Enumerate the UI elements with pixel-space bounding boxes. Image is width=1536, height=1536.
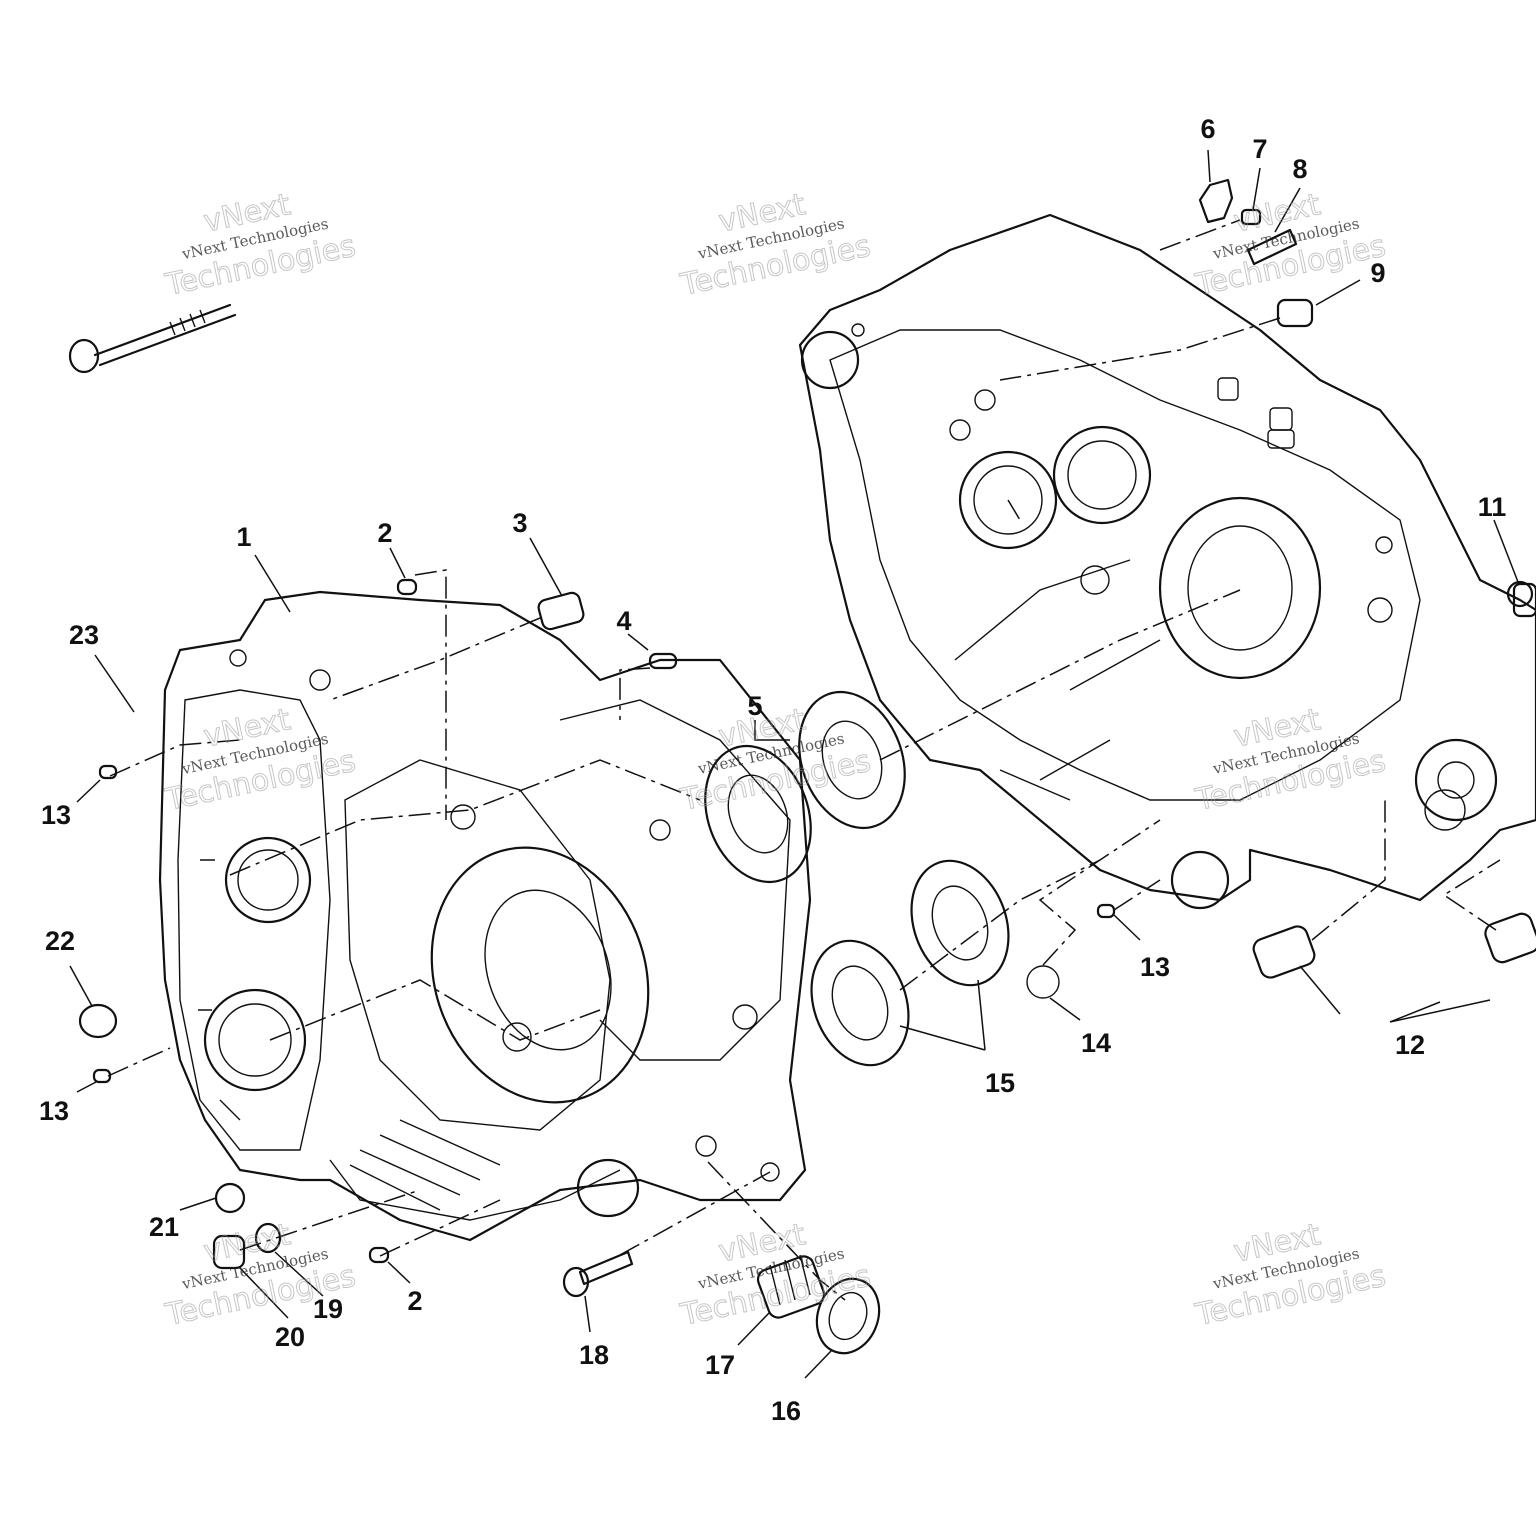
watermark-bottom-right: vNext vNext Technologies Technologies: [1191, 1217, 1389, 1334]
callout-22: 22: [45, 926, 75, 956]
dowel-2-upper: [396, 578, 418, 596]
bolt-23: [68, 303, 237, 374]
dowel-13-right: [1096, 903, 1116, 919]
callout-3: 3: [512, 508, 527, 538]
sleeve-3: [537, 591, 585, 631]
watermark-top-center: vNext vNext Technologies Technologies: [676, 187, 874, 304]
callout-14: 14: [1081, 1028, 1111, 1058]
dowel-13-lower: [92, 1068, 112, 1084]
bolt-18: [562, 1250, 634, 1298]
callout-13-right: 13: [1140, 952, 1170, 982]
watermark-mid-right: vNext vNext Technologies Technologies: [1191, 702, 1389, 819]
callout-13-lower: 13: [39, 1096, 69, 1126]
bearings-15: [810, 859, 1010, 1067]
part-11: [1512, 582, 1536, 618]
stud-8: [1246, 228, 1298, 266]
callout-16: 16: [771, 1396, 801, 1426]
o-ring-19: [254, 1222, 282, 1254]
callout-21: 21: [149, 1212, 179, 1242]
callout-15: 15: [985, 1068, 1015, 1098]
watermark-bottom-center: vNext vNext Technologies Technologies: [676, 1217, 874, 1334]
sleeve-9: [1276, 298, 1314, 328]
drain-plug-20: [212, 1234, 246, 1270]
right-crankcase-half: [798, 213, 1536, 910]
ball-14: [1026, 965, 1060, 999]
watermark-mid-left: vNext vNext Technologies Technologies: [161, 702, 359, 819]
screw-7: [1240, 208, 1262, 226]
callout-2-lower: 2: [407, 1286, 422, 1316]
assembly-lines: [107, 219, 1501, 1301]
left-crankcase-half: [158, 590, 812, 1242]
watermark-top-right: vNext vNext Technologies Technologies: [1191, 187, 1389, 304]
callout-9: 9: [1370, 258, 1385, 288]
gasket-21: [214, 1182, 246, 1214]
plug-22: [78, 1003, 118, 1039]
callout-12: 12: [1395, 1030, 1425, 1060]
sleeve-12-right: [1484, 912, 1536, 964]
watermark-mid-center: vNext vNext Technologies Technologies: [676, 702, 874, 819]
callout-8: 8: [1292, 154, 1307, 184]
callout-4: 4: [616, 606, 631, 636]
callout-18: 18: [579, 1340, 609, 1370]
callout-17: 17: [705, 1350, 735, 1380]
callout-labels: 1 2 2 3 4 5 6 7 8 9 11 12 13 13 13 14 15…: [39, 114, 1506, 1426]
callout-1: 1: [236, 522, 251, 552]
callout-6: 6: [1200, 114, 1215, 144]
callout-11: 11: [1478, 492, 1507, 522]
leader-lines: [69, 149, 1519, 1379]
callout-13-upper: 13: [41, 800, 71, 830]
dowel-2-lower: [368, 1246, 390, 1264]
oil-seal-16: [815, 1277, 881, 1355]
callout-19: 19: [313, 1294, 343, 1324]
callout-7: 7: [1252, 134, 1267, 164]
callout-23: 23: [69, 620, 99, 650]
bearings-5: [704, 690, 906, 884]
callout-5: 5: [747, 691, 762, 721]
dowel-13-upper: [98, 764, 118, 780]
watermark-top-left: vNext vNext Technologies Technologies: [161, 187, 359, 304]
callout-20: 20: [275, 1322, 305, 1352]
plate-6: [1198, 178, 1234, 224]
callout-2-upper: 2: [377, 518, 392, 548]
dowel-4: [648, 652, 678, 670]
sleeve-12-left: [1252, 925, 1316, 979]
